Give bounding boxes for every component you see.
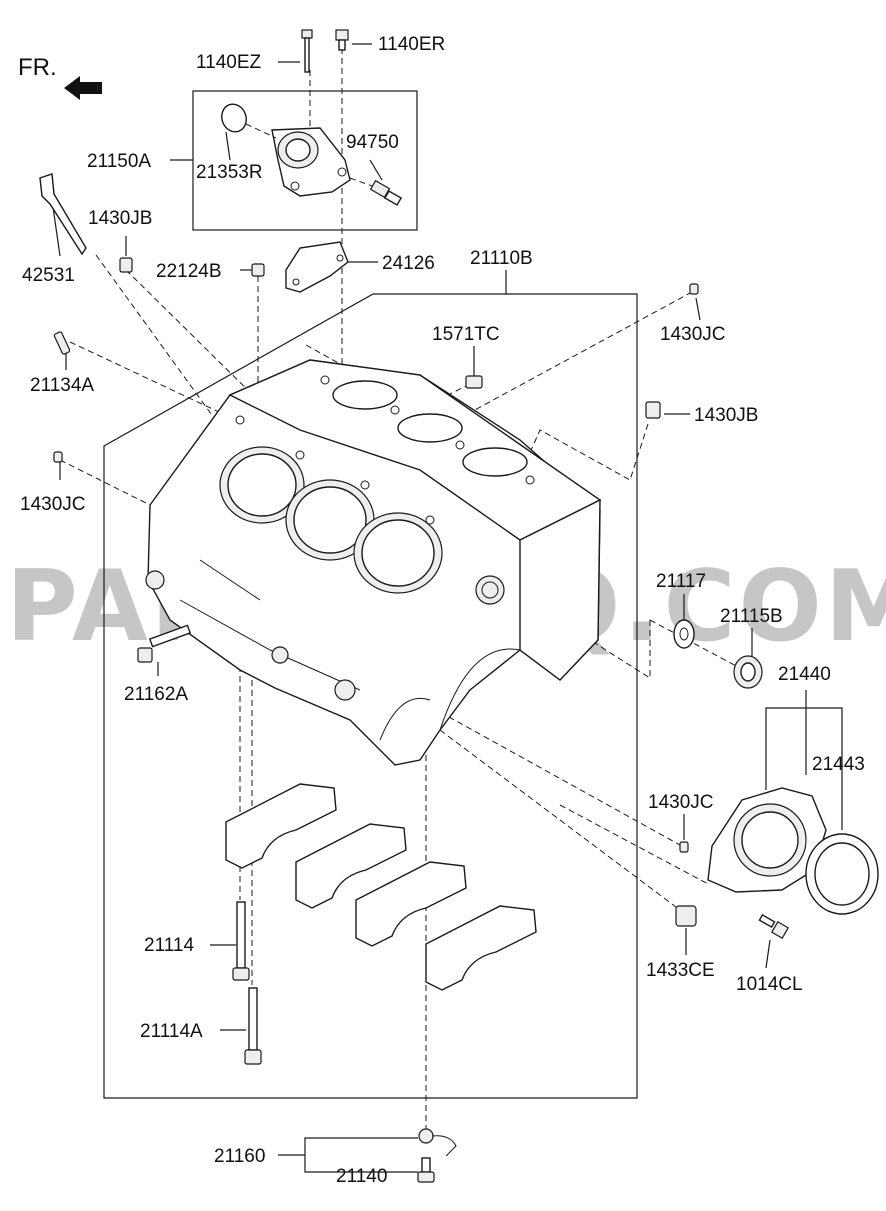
- bolt-1140EZ: [301, 29, 313, 73]
- label-24126: 24126: [382, 253, 435, 274]
- label-1430JC-right: 1430JC: [648, 792, 714, 813]
- dowel-pin-1430JB-top: [119, 257, 133, 273]
- bolt-21140: [417, 1157, 435, 1183]
- pin-1430JC-right: [679, 841, 689, 853]
- cylinder-block-group-box: [103, 293, 638, 1099]
- front-direction-marker: FR.: [18, 54, 102, 100]
- label-1014CL: 1014CL: [736, 974, 803, 995]
- knock-sensor-21160: [418, 1128, 457, 1157]
- label-21134A: 21134A: [30, 375, 94, 396]
- bolt-21114: [232, 901, 250, 981]
- front-label: FR.: [18, 54, 57, 81]
- gasket-24126: [285, 241, 349, 293]
- label-1430JC-top: 1430JC: [660, 324, 726, 345]
- front-arrow-icon: [64, 76, 102, 100]
- label-21440: 21440: [778, 664, 831, 685]
- label-1571TC: 1571TC: [432, 324, 500, 345]
- label-21162A: 21162A: [124, 684, 188, 705]
- main-bearing-caps: [225, 783, 537, 991]
- label-1430JB-right: 1430JB: [694, 405, 758, 426]
- water-outlet-fitting-21150A: [271, 127, 351, 197]
- label-1140EZ: 1140EZ: [196, 52, 262, 73]
- oil-seal-case-21440: [707, 787, 827, 893]
- stud-21134A: [53, 331, 71, 355]
- dowel-pin-1430JB-right: [645, 401, 661, 419]
- sleeve-1433CE: [675, 905, 697, 927]
- plug-1571TC: [465, 375, 483, 389]
- oil-seal-21443: [805, 833, 879, 915]
- label-21353R: 21353R: [196, 162, 263, 183]
- label-21115B: 21115B: [720, 606, 783, 627]
- bolt-21114A: [244, 987, 262, 1065]
- label-22124B: 22124B: [156, 261, 222, 282]
- label-1140ER: 1140ER: [378, 34, 445, 55]
- pin-1430JC-top: [689, 283, 699, 295]
- oil-level-gauge-guide-42531: [39, 173, 87, 256]
- bolt-1014CL: [758, 913, 790, 940]
- label-94750: 94750: [346, 132, 399, 153]
- label-21110B: 21110B: [470, 248, 533, 269]
- bolt-21162A: [137, 624, 192, 663]
- label-21150A: 21150A: [87, 151, 151, 172]
- plug-21115B: [733, 655, 763, 689]
- pin-1430JC-left: [53, 451, 63, 463]
- label-1433CE: 1433CE: [646, 960, 715, 981]
- seal-21117: [673, 619, 695, 649]
- label-21117: 21117: [656, 571, 706, 592]
- bolt-1140ER: [335, 29, 349, 51]
- sensor-94750: [369, 179, 403, 206]
- o-ring-21353R: [221, 103, 247, 133]
- label-21443: 21443: [812, 754, 865, 775]
- label-42531: 42531: [22, 265, 75, 286]
- label-21160: 21160: [214, 1146, 265, 1167]
- label-21140: 21140: [336, 1166, 387, 1187]
- label-1430JC-left: 1430JC: [20, 494, 86, 515]
- cylinder-block-21110B: [145, 359, 602, 766]
- label-1430JB-top: 1430JB: [88, 208, 152, 229]
- label-21114: 21114: [144, 935, 194, 956]
- plug-22124B: [251, 263, 265, 277]
- bracket-21440: [765, 707, 843, 830]
- label-21114A: 21114A: [140, 1021, 203, 1042]
